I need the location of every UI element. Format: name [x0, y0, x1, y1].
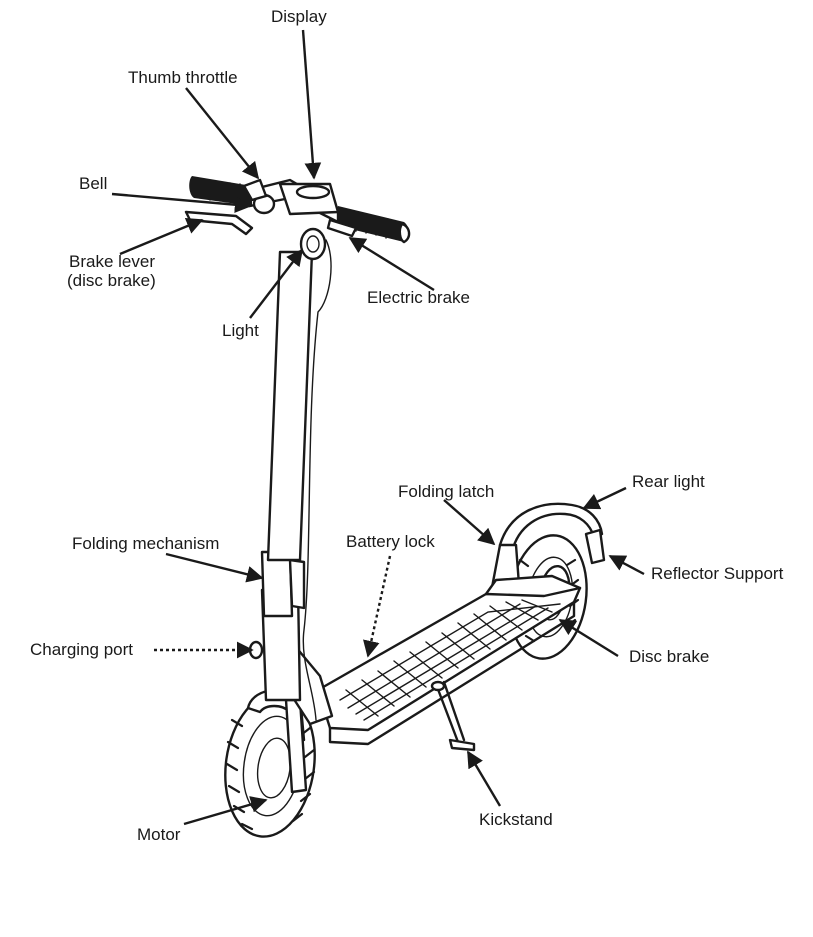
label-light: Light	[222, 321, 259, 340]
label-folding-latch: Folding latch	[398, 482, 494, 501]
folding-mechanism-clamp	[260, 550, 294, 618]
label-kickstand: Kickstand	[479, 810, 553, 829]
folding-hinge	[288, 558, 306, 610]
leader-display	[301, 29, 322, 180]
kickstand	[430, 680, 476, 752]
stem-upper	[266, 250, 314, 562]
leader-battery-lock	[363, 555, 392, 658]
label-motor: Motor	[137, 825, 181, 844]
leader-motor	[183, 796, 268, 826]
scooter-illustration	[184, 176, 606, 838]
brake-cable	[302, 239, 332, 721]
label-electric-brake: Electric brake	[367, 288, 470, 307]
leader-disc-brake	[558, 618, 619, 658]
leader-bell	[111, 192, 252, 214]
label-reflector-support: Reflector Support	[651, 564, 784, 583]
leader-kickstand	[466, 750, 502, 807]
labels: Display Thumb throttle Bell Brake lever …	[30, 7, 784, 844]
leader-light	[249, 248, 304, 319]
leader-folding-mechanism	[165, 552, 264, 583]
label-rear-light: Rear light	[632, 472, 705, 491]
label-bell: Bell	[79, 174, 107, 193]
leader-rear-light	[582, 486, 627, 510]
leader-electric-brake	[348, 236, 435, 292]
label-brake-lever-sub: (disc brake)	[67, 271, 156, 290]
leader-folding-latch	[443, 499, 496, 546]
label-brake-lever: Brake lever	[69, 252, 155, 271]
label-charging-port: Charging port	[30, 640, 133, 659]
reflector-support	[584, 528, 606, 565]
handlebar	[189, 176, 411, 244]
label-battery-lock: Battery lock	[346, 532, 435, 551]
electric-brake	[326, 218, 358, 238]
leader-brake-lever	[119, 218, 204, 256]
label-display: Display	[271, 7, 327, 26]
leader-lines	[111, 29, 645, 826]
label-folding-mechanism: Folding mechanism	[72, 534, 219, 553]
front-light	[299, 227, 327, 261]
leader-thumb-throttle	[185, 87, 260, 180]
label-disc-brake: Disc brake	[629, 647, 709, 666]
label-thumb-throttle: Thumb throttle	[128, 68, 238, 87]
leader-reflector-support	[608, 554, 645, 576]
deck	[316, 574, 582, 746]
